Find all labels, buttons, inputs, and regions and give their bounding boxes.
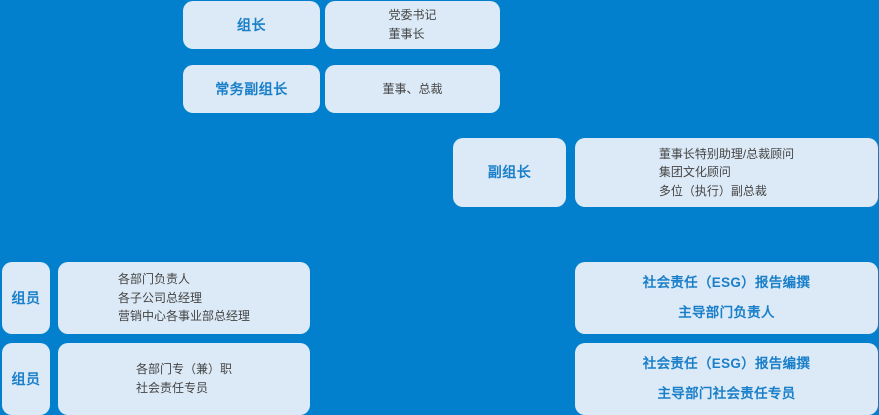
detail-list: 董事长特别助理/总裁顾问 集团文化顾问 多位（执行）副总裁 — [659, 145, 794, 201]
esg-line: 社会责任（ESG）报告编撰 — [642, 274, 811, 290]
detail-line: 各部门负责人 — [117, 272, 190, 287]
detail-line: 多位（执行）副总裁 — [658, 183, 767, 198]
detail-card-deputy-leader[interactable]: 董事长特别助理/总裁顾问 集团文化顾问 多位（执行）副总裁 — [575, 138, 878, 207]
detail-line: 各部门专（兼）职 — [135, 362, 232, 377]
detail-list: 董事、总裁 — [382, 80, 442, 99]
detail-line: 集团文化顾问 — [658, 165, 731, 180]
detail-list: 各部门负责人 各子公司总经理 营销中心各事业部总经理 — [118, 270, 250, 326]
esg-line: 主导部门负责人 — [678, 305, 775, 320]
role-card-group-leader[interactable]: 组长 — [183, 1, 320, 49]
detail-card-member-2[interactable]: 各部门专（兼）职 社会责任专员 — [58, 343, 310, 415]
detail-line: 各子公司总经理 — [117, 290, 202, 305]
detail-list: 各部门专（兼）职 社会责任专员 — [136, 360, 232, 397]
role-card-executive-deputy-leader[interactable]: 常务副组长 — [183, 65, 320, 113]
role-label: 常务副组长 — [215, 80, 288, 97]
esg-line: 社会责任（ESG）报告编撰 — [642, 355, 811, 371]
role-label: 组员 — [11, 371, 41, 387]
esg-line: 主导部门社会责任专员 — [657, 386, 796, 401]
detail-card-group-leader[interactable]: 党委书记 董事长 — [325, 1, 500, 49]
detail-line: 董事长 — [388, 27, 425, 41]
role-card-deputy-leader[interactable]: 副组长 — [453, 138, 566, 207]
esg-card-member-1[interactable]: 社会责任（ESG）报告编撰 主导部门负责人 — [575, 262, 878, 334]
role-card-member-1[interactable]: 组员 — [2, 262, 50, 334]
detail-line: 社会责任专员 — [135, 381, 208, 395]
role-label: 副组长 — [487, 164, 532, 180]
detail-line: 党委书记 — [388, 8, 437, 23]
detail-line: 董事长特别助理/总裁顾问 — [658, 146, 795, 161]
role-label: 组员 — [11, 290, 41, 306]
detail-card-executive-deputy-leader[interactable]: 董事、总裁 — [325, 65, 500, 113]
role-card-member-2[interactable]: 组员 — [2, 343, 50, 415]
detail-line: 营销中心各事业部总经理 — [117, 309, 250, 324]
detail-line: 董事、总裁 — [382, 81, 443, 96]
detail-card-member-1[interactable]: 各部门负责人 各子公司总经理 营销中心各事业部总经理 — [58, 262, 310, 334]
detail-list: 党委书记 董事长 — [388, 6, 436, 43]
role-label: 组长 — [237, 16, 266, 33]
esg-card-member-2[interactable]: 社会责任（ESG）报告编撰 主导部门社会责任专员 — [575, 343, 878, 415]
